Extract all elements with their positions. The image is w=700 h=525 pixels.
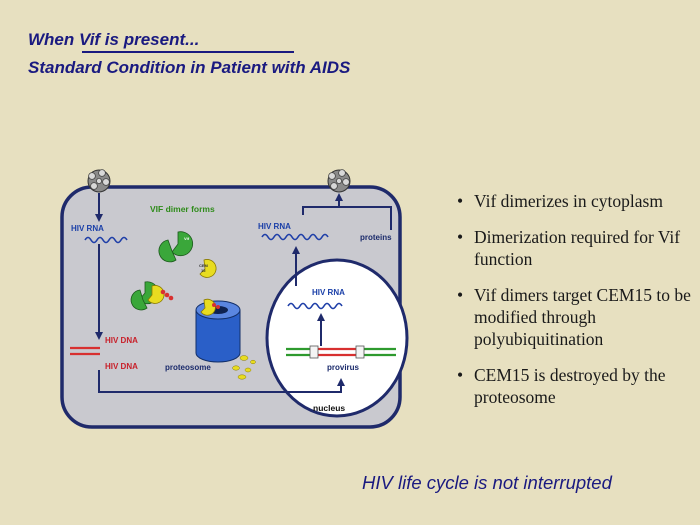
- vif-dimer-icon: Vif: [158, 231, 194, 263]
- degraded-fragments-icon: [232, 355, 256, 380]
- proteins-label: proteins: [360, 233, 392, 242]
- bullet-item: Vif dimers target CEM15 to be modified t…: [452, 284, 697, 350]
- hiv-rna-left-label: HIV RNA: [71, 224, 104, 233]
- hiv-rna-wave-right: [261, 233, 329, 241]
- vif-dimer-forms-label: VIF dimer forms: [150, 204, 215, 214]
- hiv-rna-right-label: HIV RNA: [258, 222, 291, 231]
- assembly-arrow-left: [302, 206, 339, 215]
- hiv-rna-wave-nucleus: [287, 302, 343, 310]
- hiv-dna-top-label: HIV DNA: [105, 336, 138, 345]
- title-line-1: When Vif is present...: [28, 30, 200, 49]
- proteosome-icon: [195, 298, 241, 363]
- provirus-dna-icon: [286, 345, 396, 359]
- title-underline: [82, 51, 294, 53]
- cem-15-text: 15: [201, 268, 206, 273]
- bullet-list: Vif dimerizes in cytoplasm Dimerization …: [452, 190, 697, 422]
- title-line-2: Standard Condition in Patient with AIDS: [28, 58, 351, 77]
- bullet-item: CEM15 is destroyed by the proteosome: [452, 364, 697, 408]
- assembly-arrow-right: [339, 206, 392, 230]
- cem-text: CEM: [199, 263, 209, 268]
- bullet-item: Vif dimerizes in cytoplasm: [452, 190, 697, 212]
- hiv-rna-nucleus-label: HIV RNA: [312, 288, 345, 297]
- proteosome-label: proteosome: [165, 363, 211, 372]
- bullet-item: Dimerization required for Vif function: [452, 226, 697, 270]
- nucleus-label: nucleus: [313, 403, 345, 413]
- vif-cem15-complex-icon: [130, 281, 174, 311]
- provirus-label: provirus: [327, 363, 360, 372]
- integration-arrow: [98, 370, 345, 393]
- vif-text: Vif: [184, 236, 190, 241]
- hiv-rna-wave-left: [84, 236, 128, 244]
- virus-particle-exit-icon: [327, 169, 351, 193]
- virus-particle-entry-icon: [87, 169, 111, 193]
- nucleus-membrane: [265, 258, 409, 418]
- conclusion-text: HIV life cycle is not interrupted: [362, 472, 612, 493]
- hiv-dna-bottom-label: HIV DNA: [105, 362, 138, 371]
- cem15-icon: CEM 15: [199, 259, 217, 278]
